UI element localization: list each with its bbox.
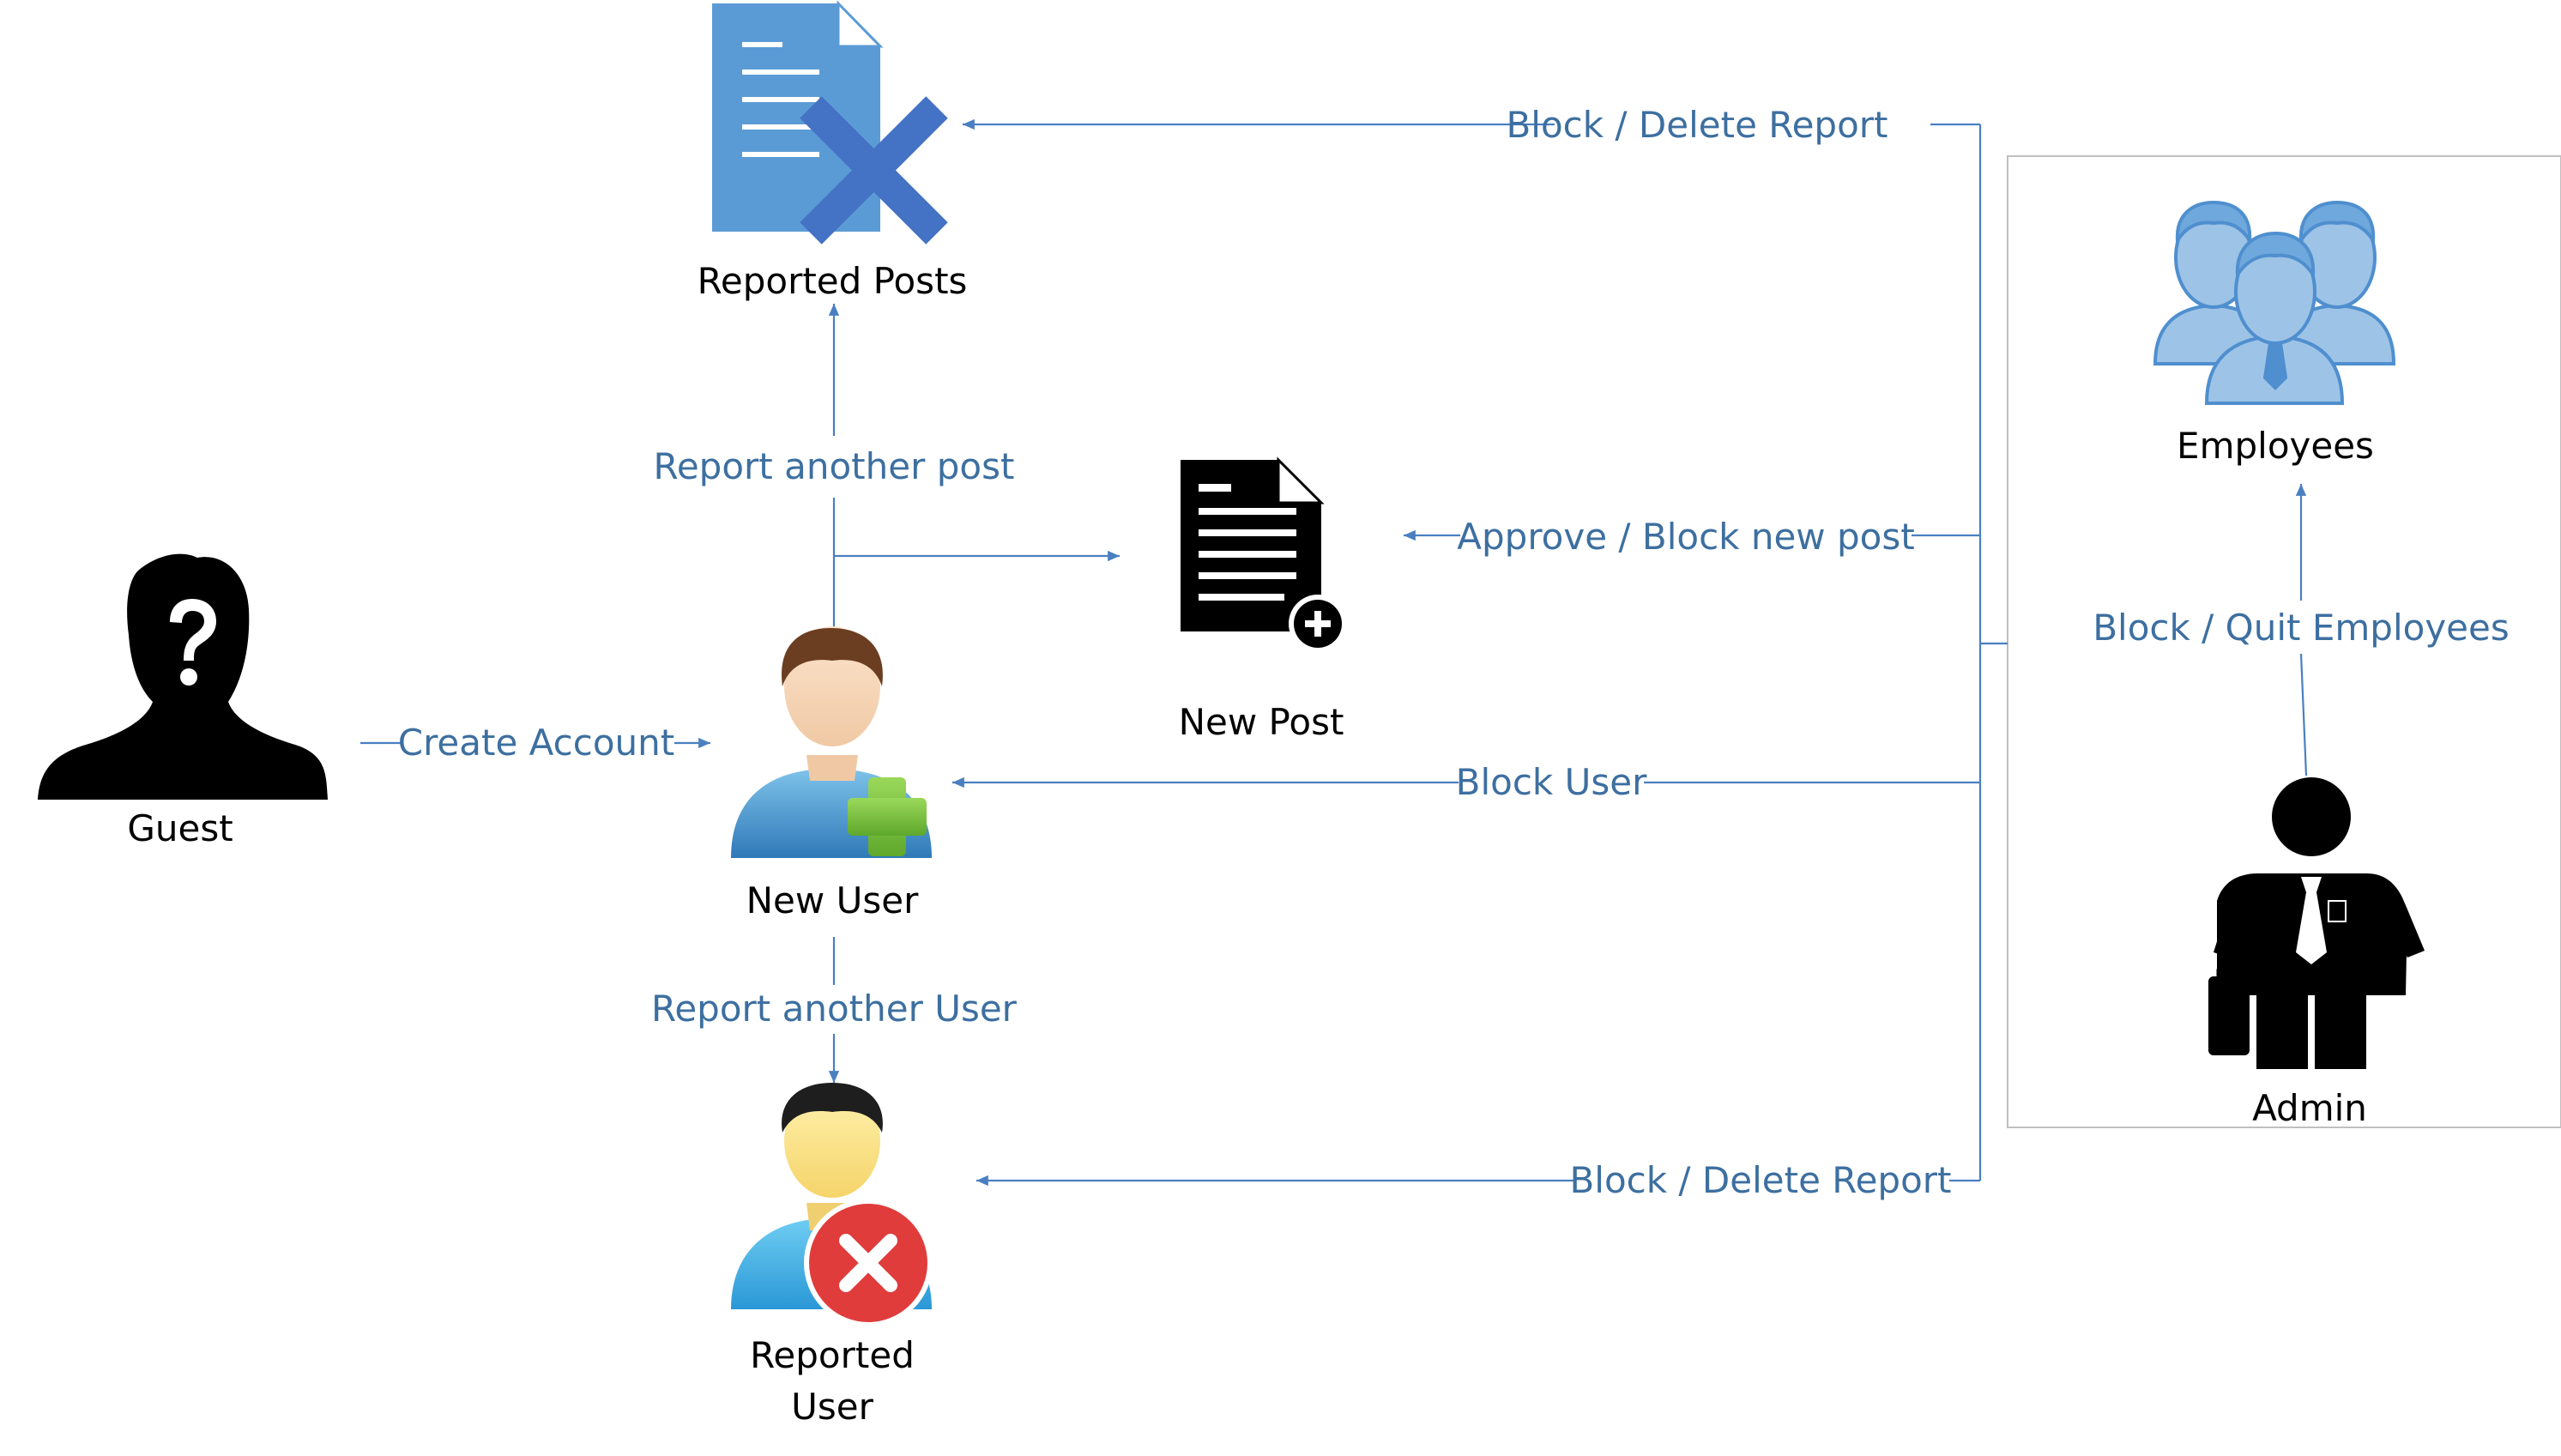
businessman-icon [2208,777,2425,1069]
anonymous-person-icon [38,553,328,800]
label-block-delete-report-posts: Block / Delete Report [1506,104,1888,146]
label-report-another-user: Report another User [651,988,1018,1030]
label-report-another-post: Report another post [654,445,1015,487]
group-icon [2153,200,2396,405]
label-create-account: Create Account [398,722,675,764]
edges [360,118,2308,1187]
node-label-reported-user-line2: User [791,1386,873,1428]
deleted-document-icon [712,0,948,245]
node-label-guest: Guest [127,807,233,849]
node-label-reported-user-line1: Reported [750,1334,915,1376]
node-label-reported-posts: Reported Posts [698,260,968,302]
label-approve-block-post: Approve / Block new post [1457,516,1914,558]
edge-block-quit-lower [2299,653,2308,776]
label-block-quit-employees: Block / Quit Employees [2093,607,2510,649]
node-label-admin: Admin [2252,1087,2367,1129]
node-label-new-user: New User [746,879,919,921]
new-document-icon [1181,456,1347,653]
add-user-icon [731,626,932,858]
label-block-delete-report-user: Block / Delete Report [1569,1159,1951,1201]
node-label-new-post: New Post [1179,701,1344,743]
node-label-employees: Employees [2177,425,2374,467]
blocked-user-icon [731,1083,933,1327]
label-block-user: Block User [1456,761,1647,803]
